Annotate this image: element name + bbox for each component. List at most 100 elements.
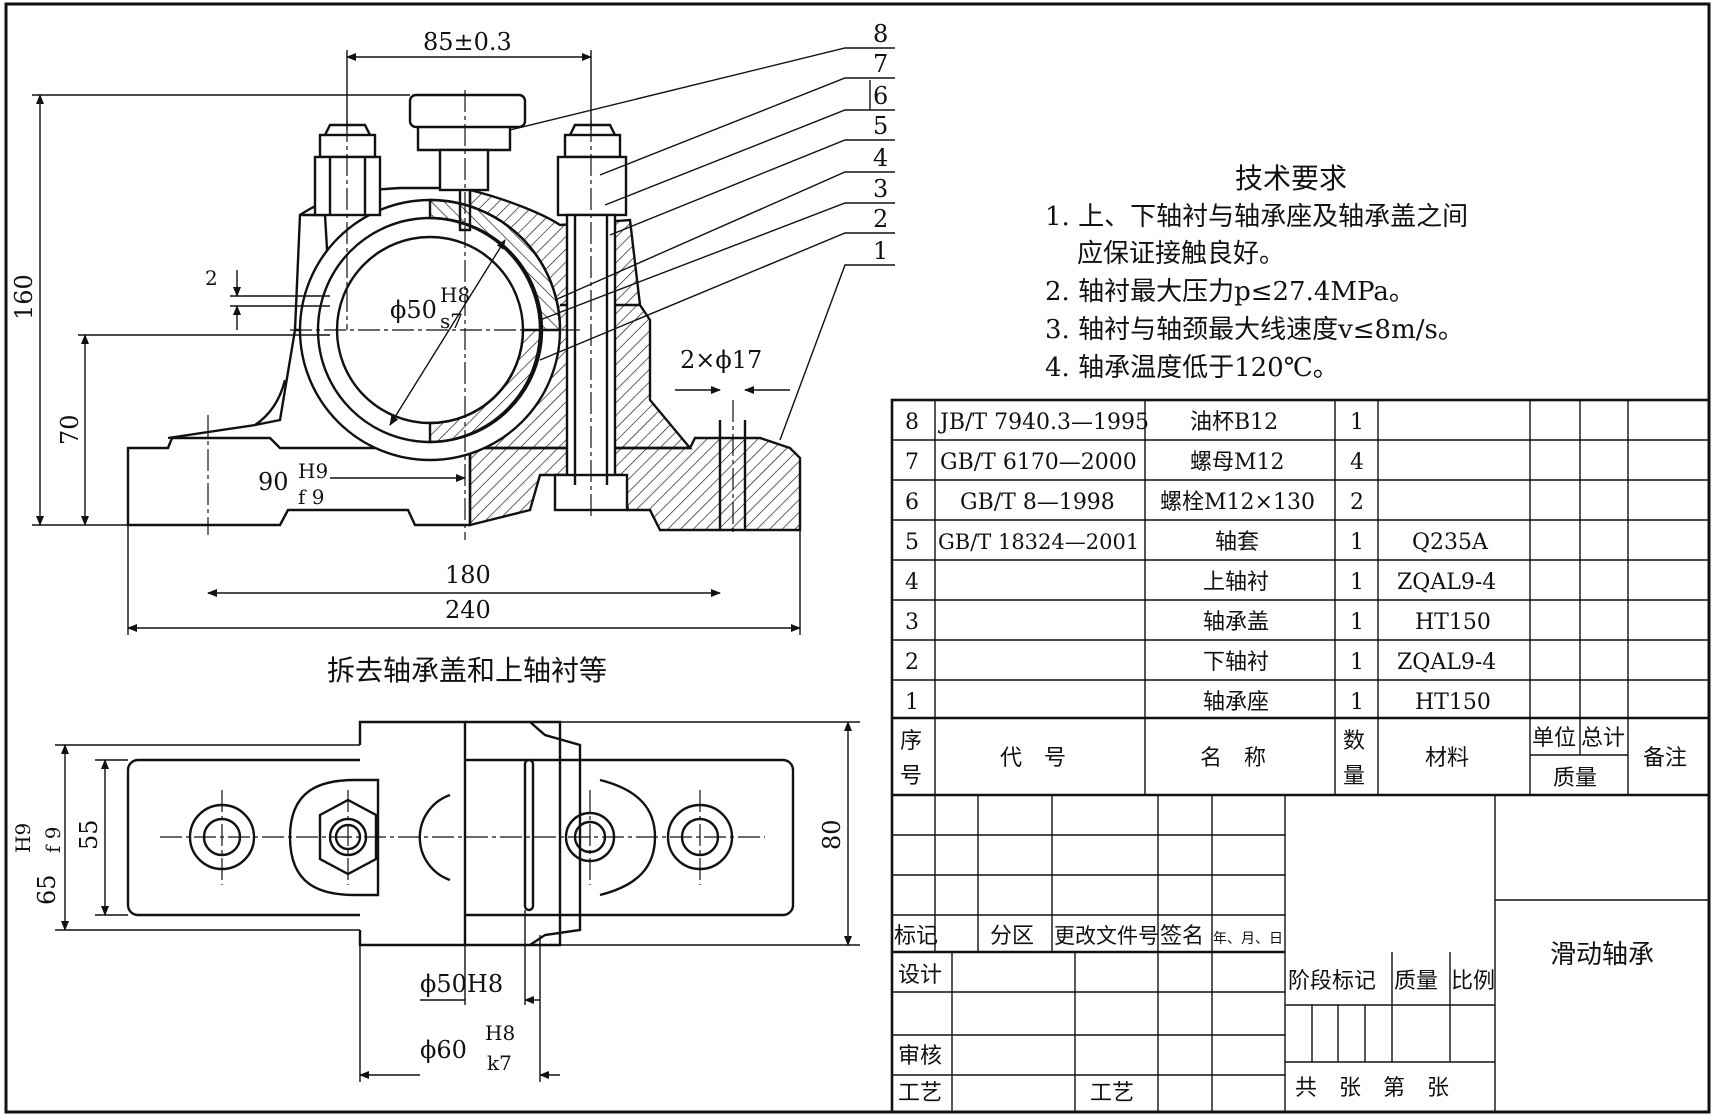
front-dims bbox=[32, 47, 895, 635]
bom-material: HT150 bbox=[1415, 610, 1491, 635]
front-view bbox=[126, 93, 802, 532]
balloon-4: 4 bbox=[873, 144, 888, 172]
dim-phi50h8: ϕ50H8 bbox=[420, 970, 503, 998]
tb-check: 审核 bbox=[898, 1044, 942, 1069]
balloon-labels: 8 7 6 5 4 3 2 1 bbox=[873, 20, 888, 265]
dim-65: 65 bbox=[33, 874, 61, 905]
bom-qty: 1 bbox=[1350, 610, 1364, 635]
hdr-code: 代 号 bbox=[1000, 746, 1066, 771]
dim-phi50-fit-top: H8 bbox=[440, 283, 470, 307]
tech-req-line-2: 应保证接触良好。 bbox=[1077, 239, 1285, 269]
tb-process-2: 工艺 bbox=[1090, 1081, 1134, 1106]
bom-no: 2 bbox=[905, 650, 919, 675]
hdr-name: 名 称 bbox=[1200, 746, 1266, 771]
dim-65-fit-bot: f 9 bbox=[41, 827, 65, 853]
tb-sheets: 共 张 第 张 bbox=[1295, 1076, 1449, 1101]
balloon-7: 7 bbox=[873, 50, 888, 78]
dim-240: 240 bbox=[445, 596, 491, 624]
bom-qty: 2 bbox=[1350, 490, 1364, 515]
balloon-5: 5 bbox=[873, 112, 888, 140]
balloon-8: 8 bbox=[873, 20, 888, 48]
top-centerlines bbox=[160, 790, 765, 885]
tech-req-line-1: 1. 上、下轴衬与轴承座及轴承盖之间 bbox=[1045, 202, 1468, 232]
hdr-unit: 单位 bbox=[1532, 726, 1576, 751]
bom-name: 轴承盖 bbox=[1203, 610, 1269, 635]
balloon-2: 2 bbox=[873, 205, 888, 233]
bom-qty: 1 bbox=[1350, 530, 1364, 555]
dim-90: 90 bbox=[258, 468, 289, 496]
dim-holes: 2×ϕ17 bbox=[680, 346, 762, 374]
dim-55: 55 bbox=[75, 819, 103, 850]
balloon-1: 1 bbox=[873, 237, 888, 265]
dim-phi60-fit-top: H8 bbox=[485, 1021, 515, 1045]
tb-date: 年、月、日 bbox=[1213, 931, 1283, 947]
bom-no: 7 bbox=[905, 450, 919, 475]
dim-65-fit-top: H9 bbox=[11, 823, 35, 853]
top-view bbox=[126, 720, 795, 947]
hdr-no-2: 号 bbox=[900, 764, 922, 789]
tech-req-line-4: 3. 轴衬与轴颈最大线速度v≤8m/s。 bbox=[1045, 315, 1464, 345]
bom-grid bbox=[890, 398, 1711, 1114]
bom-code: GB/T 8—1998 bbox=[960, 490, 1115, 515]
tb-zone: 分区 bbox=[990, 924, 1034, 949]
hdr-qty-1: 数 bbox=[1343, 729, 1365, 754]
tb-design: 设计 bbox=[898, 963, 942, 988]
tb-change-doc: 更改文件号 bbox=[1054, 924, 1159, 948]
sheet-border bbox=[4, 2, 1711, 1114]
dim-90-fit-bot: f 9 bbox=[298, 485, 324, 509]
hdr-mass: 质量 bbox=[1553, 766, 1597, 791]
hdr-remark: 备注 bbox=[1643, 746, 1687, 771]
tb-scale: 比例 bbox=[1451, 969, 1495, 994]
bom-material: ZQAL9-4 bbox=[1397, 570, 1496, 595]
balloon-3: 3 bbox=[873, 175, 888, 203]
tb-mark: 标记 bbox=[894, 924, 938, 949]
bom-header: 序 号 代 号 名 称 数 量 材料 单位 总计 质量 备注 bbox=[900, 726, 1687, 791]
dim-70: 70 bbox=[56, 414, 84, 445]
dim-160: 160 bbox=[10, 274, 38, 320]
title-block: 标记 分区 更改文件号 签名 年、月、日 设计 审核 工艺 工艺 阶段标记 质量… bbox=[894, 924, 1654, 1106]
bom-no: 6 bbox=[905, 490, 919, 515]
balloon-6: 6 bbox=[873, 82, 888, 110]
tb-mass: 质量 bbox=[1394, 969, 1438, 994]
front-dim-text: 85±0.3 160 70 2 ϕ50 H8 s7 2×ϕ17 90 H9 f … bbox=[10, 28, 762, 624]
bom-code: JB/T 7940.3—1995 bbox=[938, 410, 1149, 435]
bom-name: 下轴衬 bbox=[1203, 650, 1269, 675]
bom-no: 3 bbox=[905, 610, 919, 635]
tb-sign: 签名 bbox=[1160, 924, 1204, 949]
technical-requirements: 技术要求 1. 上、下轴衬与轴承座及轴承盖之间 应保证接触良好。 2. 轴衬最大… bbox=[1045, 162, 1468, 383]
bom-qty: 1 bbox=[1350, 570, 1364, 595]
dim-180: 180 bbox=[445, 561, 491, 589]
bom-code: GB/T 18324—2001 bbox=[938, 530, 1139, 554]
dim-85: 85±0.3 bbox=[423, 28, 512, 56]
hdr-no-1: 序 bbox=[900, 729, 922, 754]
top-dim-text: 65 H9 f 9 55 80 ϕ50H8 ϕ60 H8 k7 bbox=[11, 819, 846, 1075]
bom-no: 8 bbox=[905, 410, 919, 435]
bom-material: ZQAL9-4 bbox=[1397, 650, 1496, 675]
dim-90-fit-top: H9 bbox=[298, 459, 328, 483]
bom-qty: 4 bbox=[1350, 450, 1364, 475]
tech-req-title: 技术要求 bbox=[1235, 162, 1347, 195]
bom-rows: 8 JB/T 7940.3—1995 油杯B12 1 7 GB/T 6170—2… bbox=[905, 410, 1496, 715]
tb-drawing-name: 滑动轴承 bbox=[1550, 940, 1654, 970]
bom-qty: 1 bbox=[1350, 410, 1364, 435]
bom-name: 上轴衬 bbox=[1203, 570, 1269, 595]
bom-no: 5 bbox=[905, 530, 919, 555]
bom-material: Q235A bbox=[1412, 530, 1489, 555]
dim-2: 2 bbox=[205, 266, 218, 290]
dim-phi60: ϕ60 bbox=[420, 1036, 467, 1064]
bom-code: GB/T 6170—2000 bbox=[940, 450, 1137, 475]
bom-material: HT150 bbox=[1415, 690, 1491, 715]
hdr-material: 材料 bbox=[1425, 746, 1469, 771]
tb-process-1: 工艺 bbox=[898, 1081, 942, 1106]
bom-name: 轴套 bbox=[1215, 530, 1259, 555]
dim-80: 80 bbox=[818, 819, 846, 850]
view-caption: 拆去轴承盖和上轴衬等 bbox=[327, 654, 607, 687]
tb-stage-mark: 阶段标记 bbox=[1288, 969, 1376, 994]
bom-name: 螺母M12 bbox=[1190, 450, 1285, 475]
dim-phi60-fit-bot: k7 bbox=[487, 1051, 512, 1075]
top-dims bbox=[55, 721, 860, 1082]
bom-name: 油杯B12 bbox=[1190, 410, 1278, 435]
bom-no: 1 bbox=[905, 690, 919, 715]
